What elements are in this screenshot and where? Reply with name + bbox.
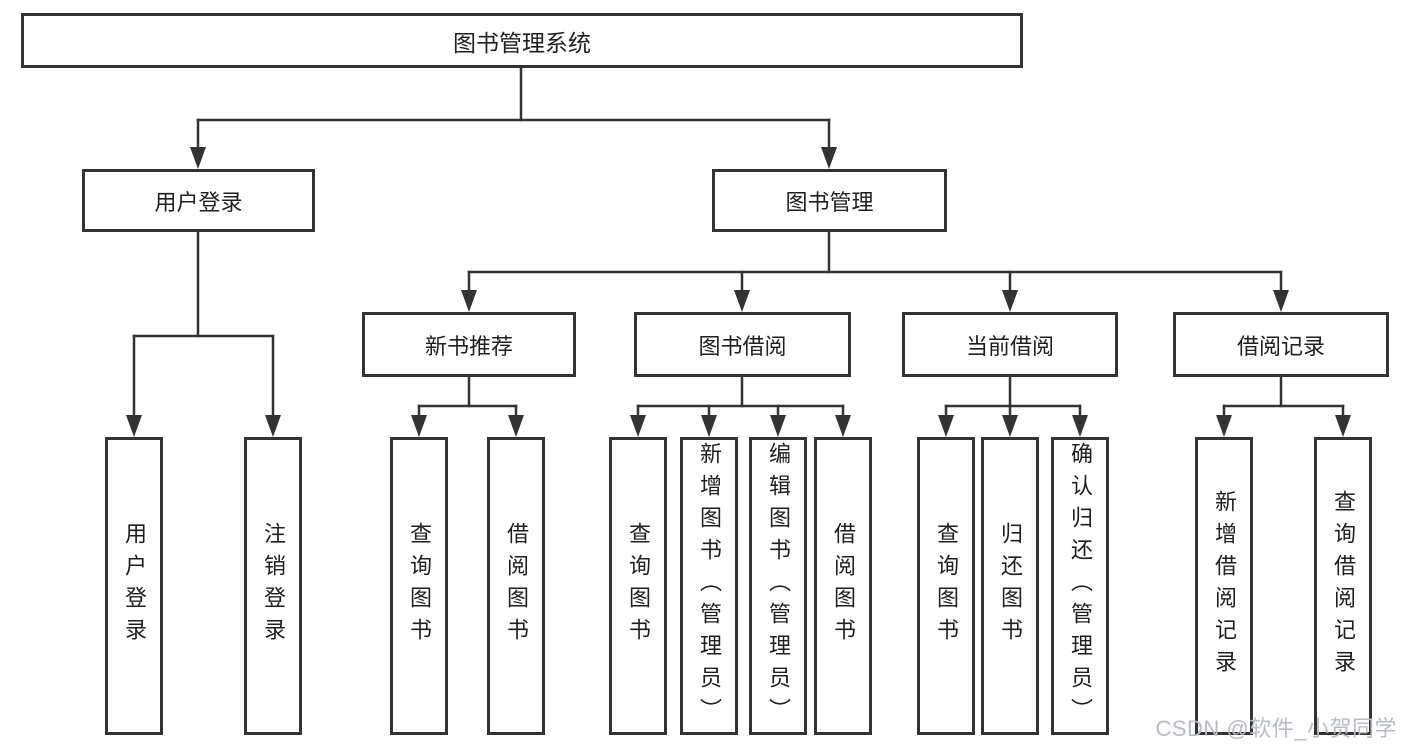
- node-book-management: 图书管理: [712, 169, 947, 232]
- leaf-current-return-book: 归还图书: [981, 437, 1039, 735]
- node-user-login: 用户登录: [82, 169, 315, 232]
- leaf-current-query-book: 查询图书: [917, 437, 975, 735]
- node-borrow-record: 借阅记录: [1173, 312, 1389, 377]
- leaf-borrow-edit-book-admin: 编辑图书（管理员）: [749, 437, 807, 735]
- leaf-recommend-borrow-book: 借阅图书: [487, 437, 545, 735]
- leaf-current-confirm-return-admin: 确认归还（管理员）: [1051, 437, 1109, 735]
- arrowheads: [126, 147, 1351, 437]
- node-current-borrow: 当前借阅: [902, 312, 1118, 377]
- node-root: 图书管理系统: [21, 13, 1023, 68]
- leaf-record-query-record: 查询借阅记录: [1314, 437, 1372, 735]
- leaf-record-add-record: 新增借阅记录: [1195, 437, 1253, 735]
- node-new-book-recommend: 新书推荐: [362, 312, 576, 377]
- leaf-borrow-query-book: 查询图书: [609, 437, 667, 735]
- node-book-borrow: 图书借阅: [634, 312, 851, 377]
- leaf-borrow-add-book-admin: 新增图书（管理员）: [680, 437, 738, 735]
- leaf-logout: 注销登录: [244, 437, 302, 735]
- leaf-user-login-action: 用户登录: [105, 437, 163, 735]
- leaf-recommend-query-book: 查询图书: [390, 437, 448, 735]
- leaf-borrow-borrow-book: 借阅图书: [814, 437, 872, 735]
- csdn-watermark: CSDN @软件_小贺同学: [1155, 716, 1397, 741]
